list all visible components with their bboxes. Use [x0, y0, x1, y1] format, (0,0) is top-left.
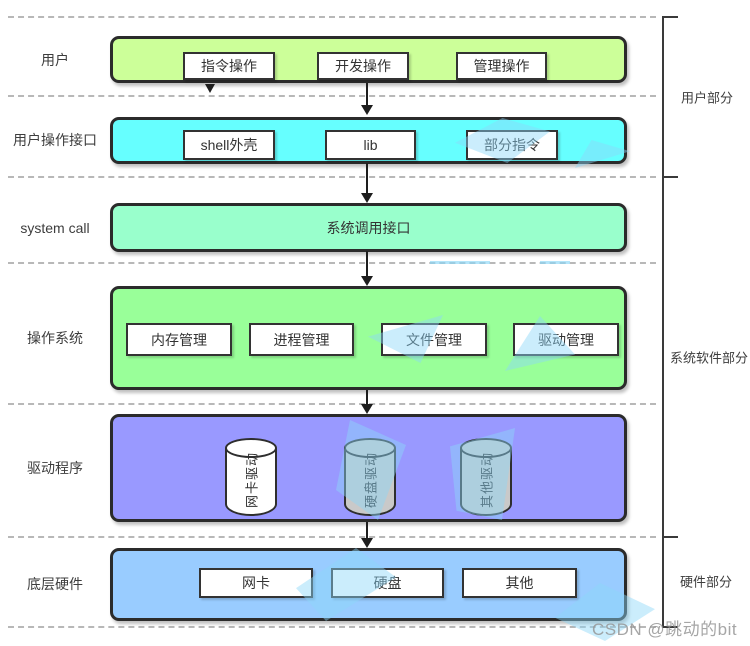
cylinder-nic-driver: 网卡驱动	[225, 438, 277, 516]
bracket-tick	[662, 16, 678, 18]
cylinder-disk-driver: 硬盘驱动	[344, 438, 396, 516]
box-shell: shell外壳	[183, 130, 275, 160]
arrowhead-icon	[361, 105, 373, 115]
cylinder-top	[344, 438, 396, 458]
flow-arrow-command-down	[204, 84, 216, 93]
row-label-hardware: 底层硬件	[27, 576, 83, 592]
bracket-label-hardware-part: 硬件部分	[679, 574, 733, 590]
arrowhead-icon	[361, 193, 373, 203]
band-driver: 网卡驱动 硬盘驱动 其他驱动	[110, 414, 627, 522]
cylinder-label-nic-driver: 网卡驱动	[244, 452, 260, 509]
arrow-shaft	[366, 83, 368, 105]
arrowhead-icon	[361, 276, 373, 286]
bracket-label-software-part: 系统软件部分	[669, 350, 749, 366]
box-develop-operation: 开发操作	[317, 52, 409, 80]
cylinder-label-disk-driver: 硬盘驱动	[363, 452, 379, 509]
bracket-tick	[662, 176, 678, 178]
box-file-mgmt: 文件管理	[381, 323, 487, 356]
watermark-dash	[430, 261, 490, 264]
box-driver-mgmt: 驱动管理	[513, 323, 619, 356]
section-divider-dashed	[8, 403, 656, 405]
box-command-operation: 指令操作	[183, 52, 275, 80]
arrow-shaft	[366, 251, 368, 276]
band-user: 指令操作 开发操作 管理操作	[110, 36, 627, 83]
band-system-call: 系统调用接口	[110, 203, 627, 252]
section-divider-dashed	[8, 262, 656, 264]
box-manage-operation: 管理操作	[456, 52, 547, 80]
cylinder-label-other-driver: 其他驱动	[479, 452, 495, 509]
arrow-shaft	[366, 522, 368, 538]
band-hardware: 网卡 硬盘 其他	[110, 548, 627, 621]
bracket-label-user-part: 用户部分	[680, 90, 734, 106]
watermark-dash	[540, 261, 570, 264]
arrow-shaft	[366, 163, 368, 193]
box-partial-commands: 部分指令	[466, 130, 558, 160]
row-label-system-call: system call	[20, 220, 90, 236]
arrowhead-icon	[361, 404, 373, 414]
box-lib: lib	[325, 130, 416, 160]
cylinder-other-driver: 其他驱动	[460, 438, 512, 516]
csdn-watermark-text: CSDN @跳动的bit	[592, 620, 738, 639]
bracket-tick	[662, 626, 678, 628]
row-label-os: 操作系统	[27, 330, 83, 346]
cylinder-body	[344, 448, 396, 516]
cylinder-top	[460, 438, 512, 458]
section-divider-dashed	[8, 176, 656, 178]
cylinder-body	[460, 448, 512, 516]
flow-arrow-interface-to-syscall	[361, 163, 373, 203]
flow-arrow-driver-to-hardware	[361, 522, 373, 548]
box-nic: 网卡	[199, 568, 313, 598]
system-call-interface-title: 系统调用接口	[326, 219, 411, 236]
band-os: 内存管理 进程管理 文件管理 驱动管理	[110, 286, 627, 390]
row-label-user-interface: 用户操作接口	[13, 132, 97, 148]
arrowhead-icon	[205, 84, 215, 93]
section-divider-dashed	[8, 16, 656, 18]
cylinder-body	[225, 448, 277, 516]
row-label-driver: 驱动程序	[27, 460, 83, 476]
flow-arrow-os-to-driver	[361, 390, 373, 414]
band-user-interface: shell外壳 lib 部分指令	[110, 117, 627, 164]
row-label-user: 用户	[41, 52, 69, 68]
section-divider-dashed	[8, 626, 656, 628]
box-memory-mgmt: 内存管理	[126, 323, 232, 356]
box-process-mgmt: 进程管理	[249, 323, 354, 356]
box-disk: 硬盘	[331, 568, 444, 598]
bracket-tick	[662, 536, 678, 538]
cylinder-top	[225, 438, 277, 458]
arrowhead-icon	[361, 538, 373, 548]
flow-arrow-user-to-interface	[361, 83, 373, 115]
bracket-vertical-line	[662, 16, 664, 628]
box-other: 其他	[462, 568, 577, 598]
section-divider-dashed	[8, 95, 656, 97]
flow-arrow-syscall-to-os	[361, 251, 373, 286]
arrow-shaft	[366, 390, 368, 404]
section-divider-dashed	[8, 536, 656, 538]
